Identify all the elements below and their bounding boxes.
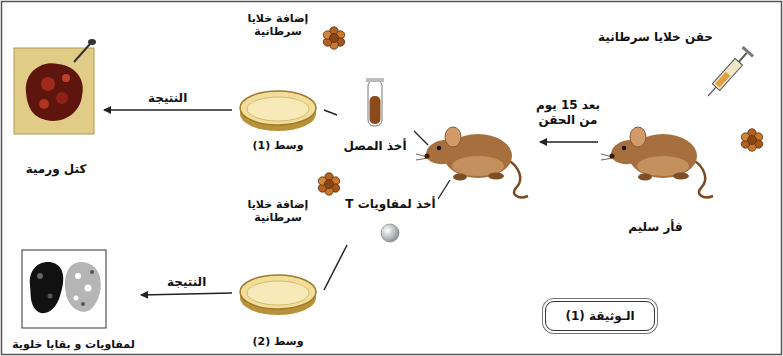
lymphocyte-image: [37, 273, 43, 279]
syringe: [742, 46, 754, 58]
tumor-image: [14, 48, 94, 134]
culture-dish: [240, 275, 316, 315]
culture-medium: إضافة خلايا سرطانية وسط (1): [232, 12, 324, 152]
tumor-image: [62, 74, 70, 82]
connector-line: [324, 245, 347, 290]
culture-dish: [240, 91, 316, 131]
lymphocyte-image: [75, 273, 81, 279]
syringe: [712, 58, 742, 90]
cancer-cells: [323, 27, 344, 49]
healthy-mouse: [601, 127, 713, 197]
node-label: أخذ لمفاويات T: [343, 197, 437, 211]
syringe: [739, 53, 747, 62]
serum-tube: [366, 78, 384, 126]
cancer-cells: [741, 129, 762, 151]
culture-medium: إضافة خلايا سرطانية وسط (2): [232, 198, 324, 348]
node-label: لمفاويات و بقايا خلوية: [10, 338, 137, 351]
tumor-image: [88, 39, 96, 45]
culture-dish: [240, 91, 316, 131]
lymphocyte-image: [81, 302, 85, 306]
lymphocyte-image: [48, 294, 53, 299]
syringe: [708, 87, 716, 96]
node-heading: إضافة خلايا سرطانية: [236, 198, 320, 224]
node-heading: حقن خلايا سرطانية: [596, 30, 715, 44]
culture-dish: [240, 275, 316, 315]
result-arrow: [141, 293, 232, 295]
syringe: [703, 46, 754, 101]
lymphocyte-image: [65, 262, 101, 312]
node-label: الـوثيقة (1): [563, 309, 636, 323]
lymphocyte-image: [74, 296, 79, 301]
arrow-label: النتيجة: [146, 91, 189, 106]
result-image: كتل ورمية: [8, 42, 104, 176]
cancer-cells: [323, 27, 344, 49]
arrow-label: النتيجة: [165, 275, 208, 290]
document-tag: الـوثيقة (1): [545, 301, 655, 331]
node-label: وسط (1): [251, 139, 306, 152]
injected-mouse: [416, 127, 528, 197]
tumor-image: [14, 39, 96, 134]
node-label: أخذ المصل: [341, 139, 408, 153]
syringe: [715, 72, 730, 88]
node-heading: إضافة خلايا سرطانية: [236, 12, 320, 38]
serum-line: [414, 131, 428, 145]
tumor-image: [39, 99, 49, 109]
healthy-mouse: [601, 127, 713, 197]
tumor-image: [26, 63, 83, 121]
node-label: فأر سليم: [626, 220, 684, 234]
lymphocyte-image: [22, 250, 106, 328]
lymphocyte-image: [90, 270, 94, 274]
serum-tube: [370, 96, 381, 124]
lymphocyte-image: [30, 262, 63, 313]
cancer-cells: [318, 173, 339, 195]
mouse-figure: حقن خلايا سرطانية فأر سليم: [592, 30, 719, 234]
lymphocyte-image: [85, 285, 92, 292]
node-label: كتل ورمية: [24, 162, 89, 176]
lymphocyte-ball: [381, 224, 399, 242]
lymphocyte-ball: [381, 224, 399, 242]
time-arrow: [540, 141, 598, 143]
lymphocyte-image: [22, 250, 106, 328]
connector-line: [324, 110, 337, 115]
lymph-line: [438, 180, 450, 199]
result-image: لمفاويات و بقايا خلوية: [6, 243, 141, 351]
node-label: وسط (2): [251, 335, 306, 348]
serum-tube: [366, 78, 384, 82]
lymphocyte-sample: أخذ لمفاويات T: [339, 197, 442, 245]
serum-sample: أخذ المصل: [337, 75, 413, 153]
tumor-image: [56, 92, 68, 104]
time-label: بعد 15 يوم من الحقن: [527, 98, 609, 128]
tumor-image: [41, 77, 55, 91]
cancer-cells: [741, 129, 762, 151]
result-arrow: [104, 109, 232, 111]
cancer-cells: [318, 173, 339, 195]
serum-tube: [368, 80, 382, 126]
injected-mouse: [416, 127, 528, 197]
tumor-image: [74, 44, 90, 62]
